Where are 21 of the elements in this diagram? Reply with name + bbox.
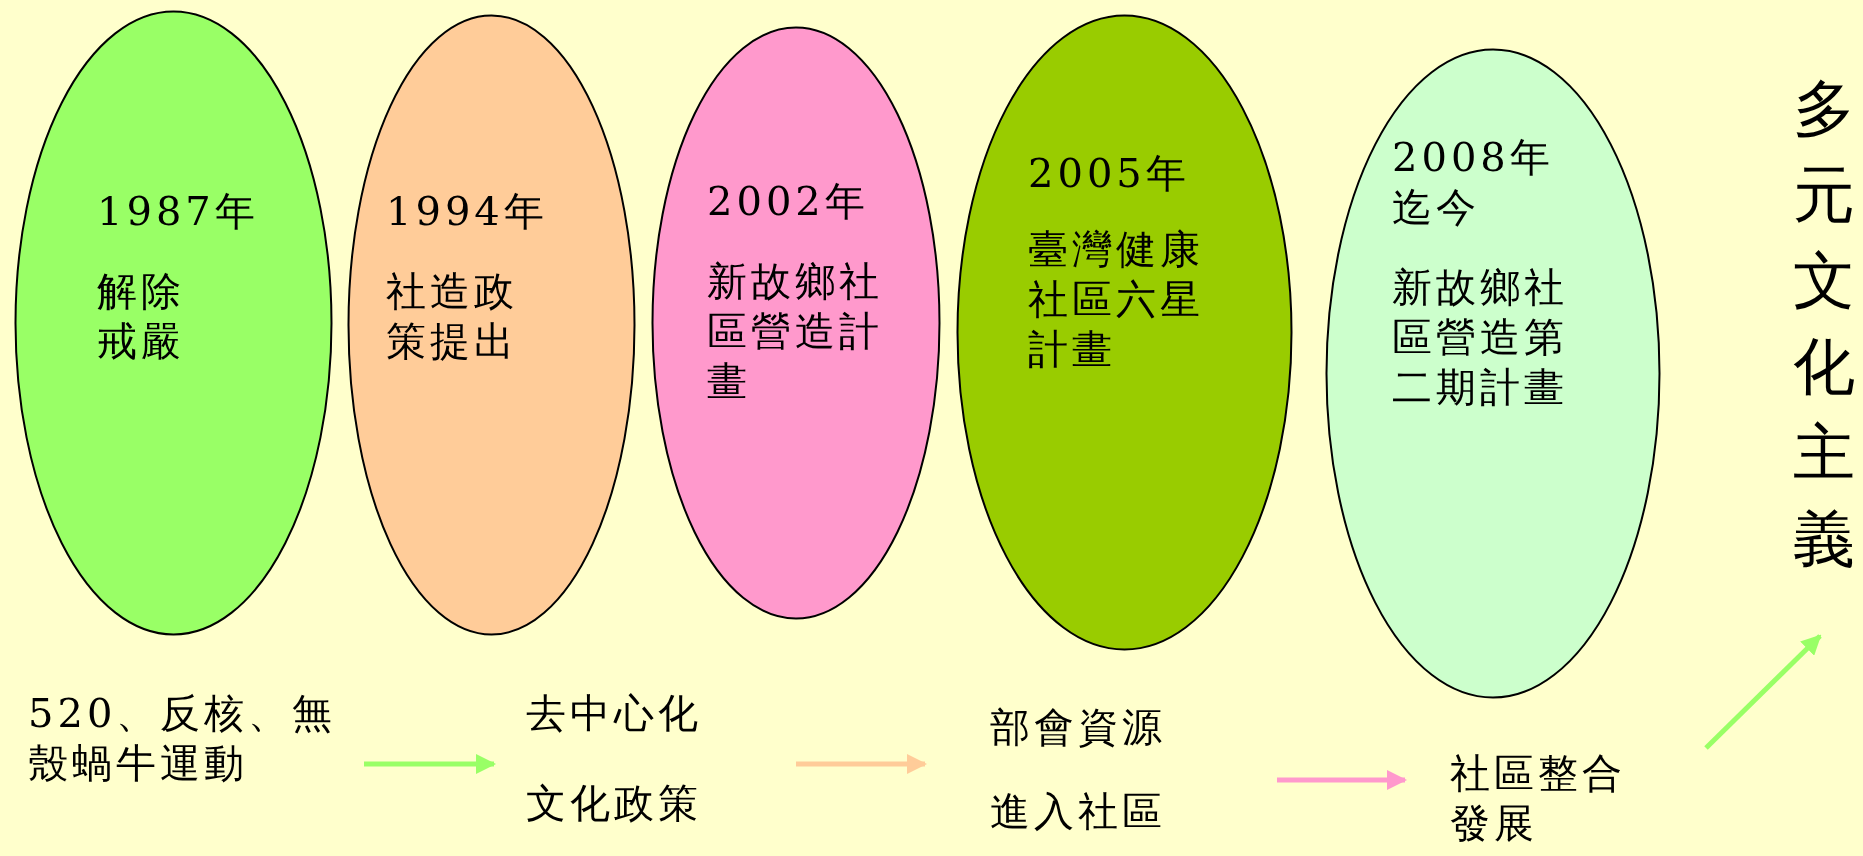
stage-label: 社區整合發展 — [1450, 749, 1627, 848]
title-text: 多元文化主義 — [1792, 71, 1856, 577]
stage-label: 520、反核、無殼蝸牛運動 — [28, 689, 338, 788]
event-label: 新故鄉社區營造計畫 — [707, 257, 884, 406]
year-label: 2002年 — [707, 177, 870, 226]
year-label: 1987年 — [97, 187, 260, 236]
event-label: 社造政策提出 — [386, 267, 519, 366]
arrow — [796, 754, 927, 774]
year-label: 1994年 — [386, 187, 549, 236]
stage-label: 去中心化 — [526, 689, 703, 738]
event-label: 新故鄉社區營造第二期計畫 — [1392, 263, 1569, 412]
stage-label: 部會資源 — [990, 703, 1167, 752]
arrow — [1277, 770, 1407, 790]
arrow — [364, 754, 496, 774]
event-label: 臺灣健康社區六星計畫 — [1028, 225, 1205, 374]
event-label: 解除戒嚴 — [97, 267, 186, 366]
arrow — [1704, 634, 1822, 750]
stage-label: 進入社區 — [990, 787, 1167, 836]
stage-label: 文化政策 — [526, 779, 703, 828]
year-label: 2005年 — [1028, 149, 1191, 198]
year-label: 2008年迄今 — [1392, 133, 1555, 232]
